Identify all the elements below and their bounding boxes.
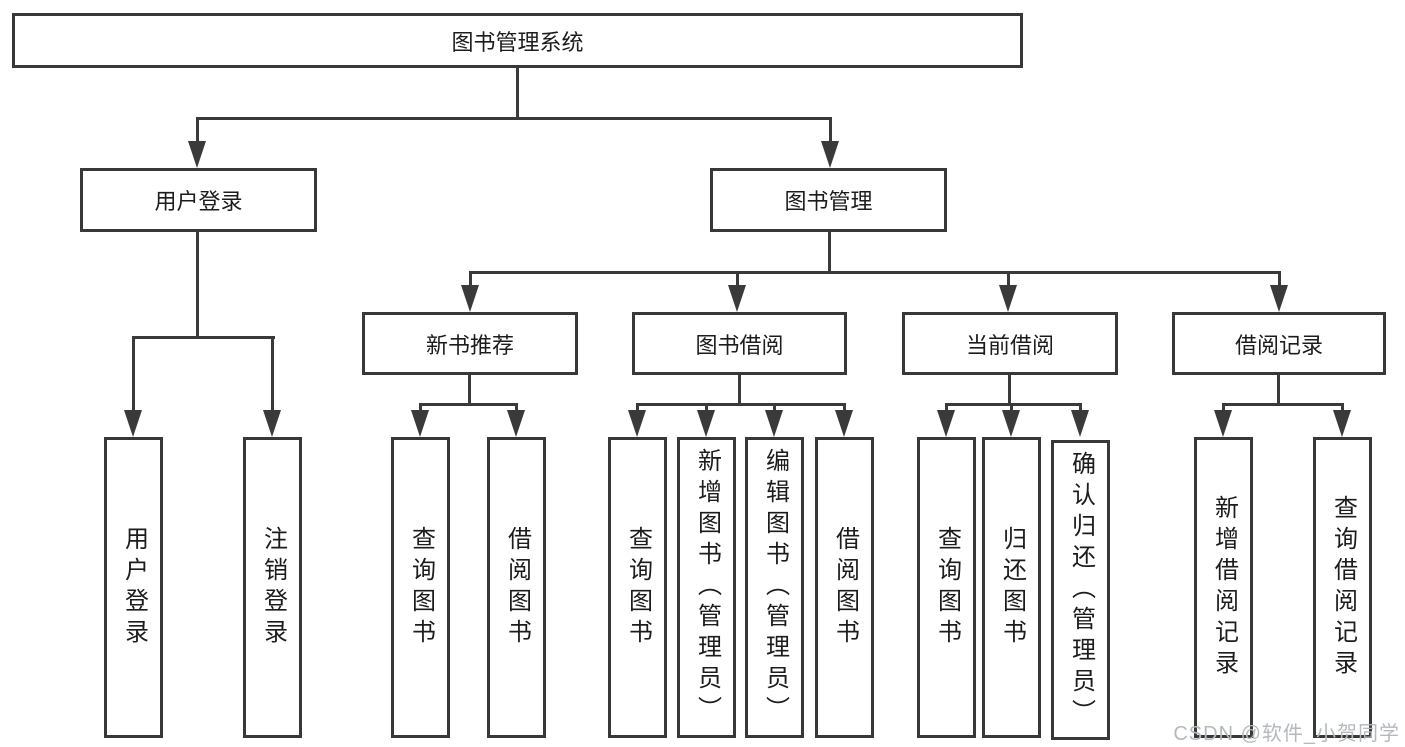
node-label: 图书管理 xyxy=(784,189,873,214)
arrow-down-icon xyxy=(697,410,715,437)
arrow-down-icon xyxy=(765,410,783,437)
arrow-down-icon xyxy=(124,410,142,437)
arrow-down-icon xyxy=(999,285,1017,312)
node-label: 借阅图书 xyxy=(503,525,531,650)
connector-line xyxy=(945,403,1082,406)
leaf-confirm-return-admin: 确认归还（管理员） xyxy=(1051,440,1110,740)
connector-line xyxy=(828,232,831,274)
node-user-login: 用户登录 xyxy=(80,168,317,232)
node-book-management: 图书管理 xyxy=(710,168,947,232)
watermark: CSDN @软件_小贺同学 xyxy=(1173,723,1400,745)
node-label: 新增借阅记录 xyxy=(1210,494,1238,681)
leaf-add-borrow-record: 新增借阅记录 xyxy=(1194,437,1253,738)
connector-line xyxy=(1278,271,1281,286)
connector-line xyxy=(829,117,832,142)
leaf-query-books-current: 查询图书 xyxy=(917,437,976,738)
arrow-down-icon xyxy=(1333,410,1351,437)
arrow-down-icon xyxy=(188,141,206,168)
connector-line xyxy=(1222,403,1225,411)
node-label: 注销登录 xyxy=(259,525,287,650)
node-label: 新增图书（管理员） xyxy=(693,448,721,727)
connector-line xyxy=(419,403,422,411)
connector-line xyxy=(1007,271,1010,286)
arrow-down-icon xyxy=(263,410,281,437)
connector-line xyxy=(196,117,199,142)
leaf-user-login: 用户登录 xyxy=(104,437,163,738)
connector-line xyxy=(196,232,199,339)
leaf-edit-book-admin: 编辑图书（管理员） xyxy=(745,437,804,738)
leaf-add-book-admin: 新增图书（管理员） xyxy=(677,437,736,738)
connector-line xyxy=(419,403,518,406)
connector-line xyxy=(132,336,135,411)
leaf-return-book: 归还图书 xyxy=(982,437,1041,738)
arrow-down-icon xyxy=(461,285,479,312)
node-label: 编辑图书（管理员） xyxy=(761,448,789,727)
connector-line xyxy=(773,403,776,411)
node-new-book-recommend: 新书推荐 xyxy=(362,312,578,375)
node-book-borrow: 图书借阅 xyxy=(632,312,847,375)
leaf-query-borrow-record: 查询借阅记录 xyxy=(1313,437,1372,738)
connector-line xyxy=(843,403,846,411)
connector-line xyxy=(1079,403,1082,411)
connector-line xyxy=(468,375,471,406)
connector-line xyxy=(515,403,518,411)
leaf-query-books-recommend: 查询图书 xyxy=(391,437,450,738)
arrow-down-icon xyxy=(507,410,525,437)
connector-line xyxy=(469,271,472,286)
node-label: 查询图书 xyxy=(624,525,652,650)
leaf-logout: 注销登录 xyxy=(243,437,302,738)
node-label: 查询借阅记录 xyxy=(1329,494,1357,681)
node-borrow-records: 借阅记录 xyxy=(1172,312,1386,375)
connector-line xyxy=(636,403,846,406)
node-label: 查询图书 xyxy=(933,525,961,650)
node-label: 确认归还（管理员） xyxy=(1067,450,1095,730)
arrow-down-icon xyxy=(1270,285,1288,312)
arrow-down-icon xyxy=(835,410,853,437)
leaf-query-books-borrow: 查询图书 xyxy=(608,437,667,738)
arrow-down-icon xyxy=(1002,410,1020,437)
node-label: 用户登录 xyxy=(120,525,148,650)
node-label: 图书管理系统 xyxy=(451,29,584,55)
connector-line xyxy=(705,403,708,411)
arrow-down-icon xyxy=(937,410,955,437)
connector-line xyxy=(1277,375,1280,406)
node-library-system: 图书管理系统 xyxy=(12,13,1023,68)
connector-line xyxy=(516,68,519,119)
connector-line xyxy=(1222,403,1344,406)
connector-line xyxy=(132,336,275,339)
connector-line xyxy=(1010,403,1013,411)
connector-line xyxy=(736,271,739,286)
arrow-down-icon xyxy=(821,141,839,168)
connector-line xyxy=(271,336,274,411)
node-label: 用户登录 xyxy=(154,189,243,214)
connector-line xyxy=(636,403,639,411)
leaf-borrow-books: 借阅图书 xyxy=(815,437,874,738)
node-current-borrow: 当前借阅 xyxy=(902,312,1118,375)
connector-line xyxy=(738,375,741,406)
node-label: 查询图书 xyxy=(407,525,435,650)
leaf-borrow-books-recommend: 借阅图书 xyxy=(487,437,546,738)
node-label: 当前借阅 xyxy=(965,332,1054,358)
node-label: 借阅图书 xyxy=(831,525,859,650)
connector-line xyxy=(945,403,948,411)
arrow-down-icon xyxy=(1071,410,1089,437)
arrow-down-icon xyxy=(628,410,646,437)
connector-line xyxy=(196,117,832,120)
arrow-down-icon xyxy=(728,285,746,312)
node-label: 借阅记录 xyxy=(1234,332,1323,358)
arrow-down-icon xyxy=(1214,410,1232,437)
node-label: 新书推荐 xyxy=(425,332,514,358)
node-label: 归还图书 xyxy=(998,525,1026,650)
connector-line xyxy=(469,271,1281,274)
node-label: 图书借阅 xyxy=(695,332,784,358)
arrow-down-icon xyxy=(411,410,429,437)
connector-line xyxy=(1341,403,1344,411)
connector-line xyxy=(1008,375,1011,406)
